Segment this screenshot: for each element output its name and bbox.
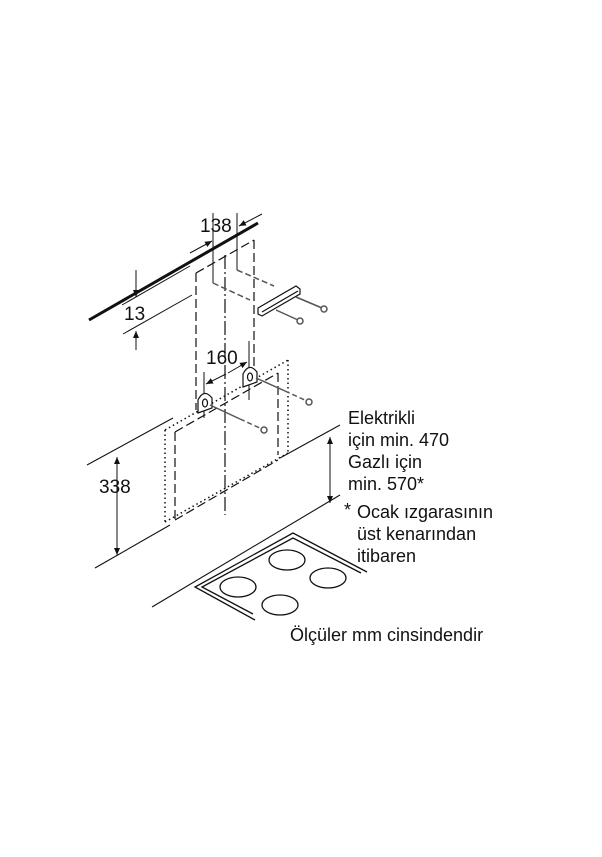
footnote-asterisk: * (344, 500, 351, 520)
dimension-160-label: 160 (206, 348, 238, 369)
burner (309, 567, 347, 589)
hood-inner-outline (174, 372, 279, 521)
cooktop (193, 532, 368, 621)
dimension-138-label: 138 (200, 216, 232, 237)
note-line: Elektrikli (348, 408, 415, 428)
dimension-13 (121, 265, 193, 350)
footnote-line: üst kenarından (357, 524, 476, 544)
burner (261, 594, 299, 616)
burner (219, 576, 257, 598)
units-note: Ölçüler mm cinsindendir (290, 625, 483, 645)
footnote: * Ocak ızgarasının üst kenarından itibar… (344, 500, 493, 566)
wall-top-edge (88, 221, 259, 322)
dimension-338-label: 338 (99, 477, 131, 498)
lower-brackets (197, 366, 258, 414)
hood-outline (164, 359, 289, 523)
clearance-note: Elektrikli için min. 470 Gazlı için min.… (348, 408, 449, 494)
burner (268, 549, 306, 571)
dimension-138 (189, 213, 263, 283)
footnote-line: itibaren (357, 546, 416, 566)
reference-lines (86, 417, 341, 608)
footnote-line: Ocak ızgarasının (357, 502, 493, 522)
note-line: min. 570* (348, 474, 424, 494)
dimension-13-label: 13 (124, 304, 145, 325)
note-line: Gazlı için (348, 452, 422, 472)
upper-screws (212, 269, 328, 325)
note-line: için min. 470 (348, 430, 449, 450)
lower-screws (209, 377, 313, 434)
upper-mounting-rail (257, 285, 301, 317)
